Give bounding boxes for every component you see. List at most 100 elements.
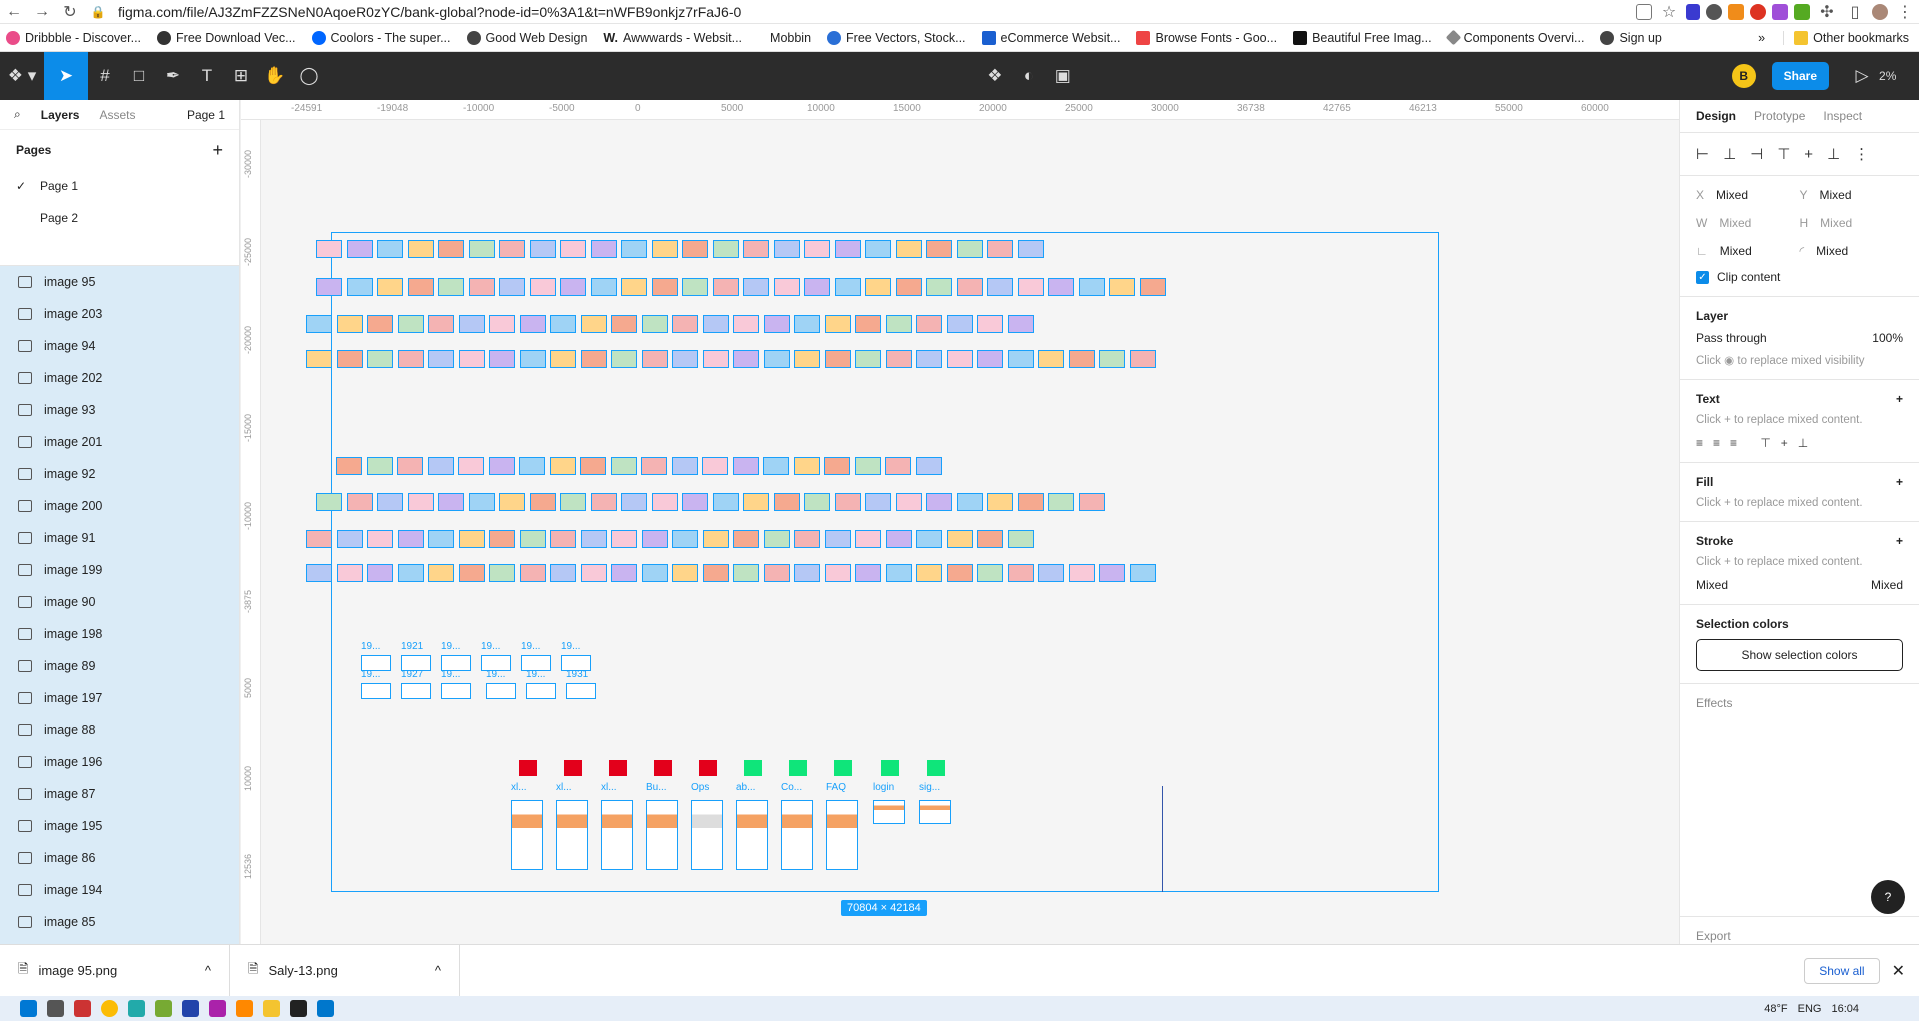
forward-icon[interactable]: → bbox=[34, 2, 50, 20]
frame[interactable] bbox=[361, 655, 391, 671]
image-thumbnail[interactable] bbox=[977, 564, 1003, 582]
image-thumbnail[interactable] bbox=[1129, 564, 1156, 582]
layer-item[interactable]: image 92 bbox=[0, 458, 239, 490]
bookmark-item[interactable]: Dribbble - Discover... bbox=[6, 30, 141, 45]
image-thumbnail[interactable] bbox=[427, 457, 454, 475]
image-thumbnail[interactable] bbox=[580, 315, 607, 333]
image-thumbnail[interactable] bbox=[580, 457, 606, 475]
sidebar-icon[interactable]: ▯ bbox=[1850, 3, 1860, 21]
image-thumbnail[interactable] bbox=[743, 493, 769, 511]
image-thumbnail[interactable] bbox=[763, 564, 790, 582]
tab-layers[interactable]: Layers bbox=[40, 107, 80, 122]
image-thumbnail[interactable] bbox=[1038, 564, 1064, 582]
download-item[interactable]: 🗎Saly-13.png^ bbox=[230, 944, 460, 997]
image-thumbnail[interactable] bbox=[915, 457, 942, 475]
radius-input[interactable]: Mixed bbox=[1816, 244, 1849, 258]
image-thumbnail[interactable] bbox=[824, 457, 850, 475]
image-thumbnail[interactable] bbox=[733, 350, 759, 368]
image-thumbnail[interactable] bbox=[550, 350, 576, 368]
image-thumbnail[interactable] bbox=[682, 278, 708, 296]
image-thumbnail[interactable] bbox=[519, 350, 546, 368]
image-thumbnail[interactable] bbox=[732, 457, 759, 475]
image-thumbnail[interactable] bbox=[1007, 530, 1034, 548]
app-icon[interactable] bbox=[155, 1000, 172, 1017]
image-thumbnail[interactable] bbox=[1048, 278, 1074, 296]
url-input[interactable]: figma.com/file/AJ3ZmFZZSNeN0AqoeR0zYC/ba… bbox=[118, 3, 742, 20]
image-thumbnail[interactable] bbox=[987, 493, 1013, 511]
image-thumbnail[interactable] bbox=[854, 457, 881, 475]
image-thumbnail[interactable] bbox=[407, 240, 434, 258]
layer-item[interactable]: image 199 bbox=[0, 554, 239, 586]
image-thumbnail[interactable] bbox=[1048, 493, 1074, 511]
image-thumbnail[interactable] bbox=[499, 278, 525, 296]
frame[interactable] bbox=[401, 655, 431, 671]
image-thumbnail[interactable] bbox=[946, 315, 973, 333]
layer-item[interactable]: image 86 bbox=[0, 842, 239, 874]
image-thumbnail[interactable] bbox=[519, 530, 546, 548]
image-thumbnail[interactable] bbox=[499, 240, 525, 258]
image-thumbnail[interactable] bbox=[855, 530, 881, 548]
image-thumbnail[interactable] bbox=[1007, 315, 1034, 333]
image-thumbnail[interactable] bbox=[794, 350, 820, 368]
stroke-align-select[interactable]: Mixed bbox=[1696, 578, 1729, 592]
image-thumbnail[interactable] bbox=[306, 564, 332, 582]
image-thumbnail[interactable] bbox=[793, 457, 820, 475]
image-thumbnail[interactable] bbox=[438, 240, 464, 258]
color-swatch[interactable] bbox=[744, 760, 762, 776]
image-thumbnail[interactable] bbox=[621, 240, 647, 258]
layer-item[interactable]: image 203 bbox=[0, 298, 239, 330]
image-thumbnail[interactable] bbox=[946, 350, 973, 368]
image-thumbnail[interactable] bbox=[397, 315, 424, 333]
adblock-icon[interactable] bbox=[1750, 3, 1766, 20]
color-swatch[interactable] bbox=[654, 760, 672, 776]
image-thumbnail[interactable] bbox=[611, 350, 637, 368]
image-thumbnail[interactable] bbox=[865, 278, 891, 296]
image-thumbnail[interactable] bbox=[824, 315, 851, 333]
layer-item[interactable]: image 88 bbox=[0, 714, 239, 746]
image-thumbnail[interactable] bbox=[428, 564, 454, 582]
x-input[interactable]: Mixed bbox=[1716, 188, 1749, 202]
image-thumbnail[interactable] bbox=[743, 278, 769, 296]
bookmark-item[interactable]: W.Awwwards - Websit... bbox=[603, 30, 743, 45]
color-swatch[interactable] bbox=[927, 760, 945, 776]
image-thumbnail[interactable] bbox=[702, 457, 728, 475]
image-thumbnail[interactable] bbox=[580, 564, 607, 582]
image-thumbnail[interactable] bbox=[458, 457, 484, 475]
other-bookmarks[interactable]: Other bookmarks bbox=[1783, 30, 1909, 45]
chrome-icon[interactable] bbox=[101, 1000, 118, 1017]
image-thumbnail[interactable] bbox=[610, 457, 637, 475]
image-thumbnail[interactable] bbox=[824, 530, 851, 548]
image-thumbnail[interactable] bbox=[956, 278, 983, 296]
layer-item[interactable]: image 87 bbox=[0, 778, 239, 810]
image-thumbnail[interactable] bbox=[682, 240, 708, 258]
boolean-icon[interactable]: ▣ bbox=[1054, 66, 1071, 85]
image-thumbnail[interactable] bbox=[926, 240, 952, 258]
layer-item[interactable]: image 202 bbox=[0, 362, 239, 394]
image-thumbnail[interactable] bbox=[397, 530, 424, 548]
extension-icon[interactable] bbox=[1686, 3, 1700, 20]
image-thumbnail[interactable] bbox=[1017, 240, 1044, 258]
image-thumbnail[interactable] bbox=[895, 278, 922, 296]
figma-menu-icon[interactable]: ❖ ▾ bbox=[7, 66, 37, 85]
help-button[interactable]: ? bbox=[1871, 880, 1905, 914]
image-thumbnail[interactable] bbox=[560, 240, 586, 258]
image-thumbnail[interactable] bbox=[651, 278, 678, 296]
image-thumbnail[interactable] bbox=[916, 530, 942, 548]
image-thumbnail[interactable] bbox=[529, 278, 556, 296]
app-icon[interactable] bbox=[128, 1000, 145, 1017]
image-thumbnail[interactable] bbox=[428, 315, 454, 333]
image-thumbnail[interactable] bbox=[489, 350, 515, 368]
frame[interactable] bbox=[401, 683, 431, 699]
mobile-screen-frame[interactable] bbox=[556, 800, 588, 870]
layer-item[interactable]: image 195 bbox=[0, 810, 239, 842]
image-thumbnail[interactable] bbox=[621, 493, 647, 511]
image-thumbnail[interactable] bbox=[712, 278, 739, 296]
image-thumbnail[interactable] bbox=[672, 350, 698, 368]
image-thumbnail[interactable] bbox=[834, 278, 861, 296]
image-thumbnail[interactable] bbox=[489, 530, 515, 548]
image-thumbnail[interactable] bbox=[946, 564, 973, 582]
image-thumbnail[interactable] bbox=[367, 315, 393, 333]
image-thumbnail[interactable] bbox=[1017, 493, 1044, 511]
add-stroke-icon[interactable]: + bbox=[1895, 534, 1903, 548]
